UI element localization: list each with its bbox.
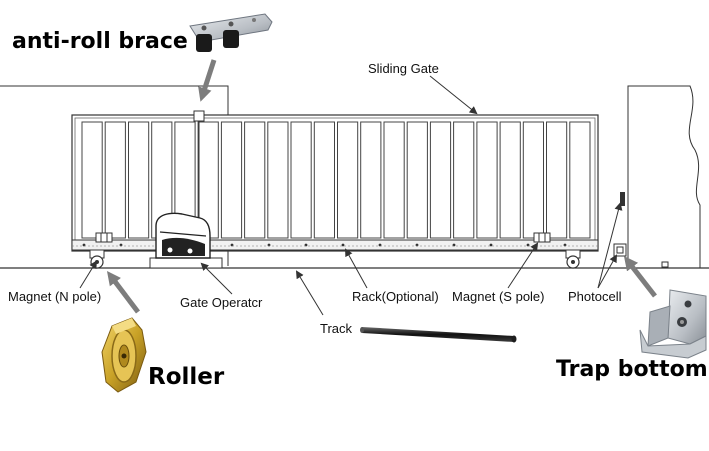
label-roller: Roller [148,364,225,390]
rack-bar [71,239,599,251]
gate-operator-motor [149,212,223,269]
gate-panel [429,121,452,239]
track-rod-photo [360,327,517,343]
gate-panel [220,121,243,239]
roller-wheel-photo [101,317,147,393]
gate-panel [569,121,591,239]
label-anti-roll-brace: anti-roll brace [12,29,188,54]
arrow-roller [106,271,140,314]
gate-panel [337,121,359,239]
label-magnet-n: Magnet (N pole) [8,289,101,304]
gate-panel [522,121,544,239]
gate-panels [81,121,591,239]
arrow-trap-bottom [623,256,657,298]
gate-panel [128,121,150,239]
label-sliding-gate: Sliding Gate [368,61,439,76]
rack-bolt [489,243,493,247]
label-rack: Rack(Optional) [352,289,439,304]
gate-panel [546,121,568,239]
anti-roll-brace-photo [189,13,273,52]
gate-panel [244,121,266,239]
gate-panel [81,121,103,239]
right-post [627,85,701,269]
gate-panel [290,121,312,239]
label-magnet-s: Magnet (S pole) [452,289,545,304]
label-trap-bottom: Trap bottom [556,357,708,382]
gate-panel [360,121,382,239]
gate-panel [499,121,521,239]
roller-right [565,249,581,269]
gate-panel [476,121,498,239]
gate-panel [267,121,289,239]
label-gate-operator: Gate Operatcr [180,295,263,310]
magnet-s-pole [533,232,551,243]
roller-left [89,249,105,269]
gate-panel [383,121,405,239]
arrow-anti-roll-brace [198,59,217,102]
magnet-n-pole [95,232,113,243]
gate-panel [453,121,475,239]
label-photocell: Photocell [568,289,622,304]
leader-lines [79,75,623,316]
rack-bolt [341,243,345,247]
gate-panel [313,121,335,239]
gate-panel [406,121,428,239]
trap-bottom-bracket-photo [639,289,707,359]
photocell-device [613,192,627,257]
sliding-gate-body [71,114,599,252]
label-track: Track [320,321,353,336]
gate-panel [104,121,126,239]
